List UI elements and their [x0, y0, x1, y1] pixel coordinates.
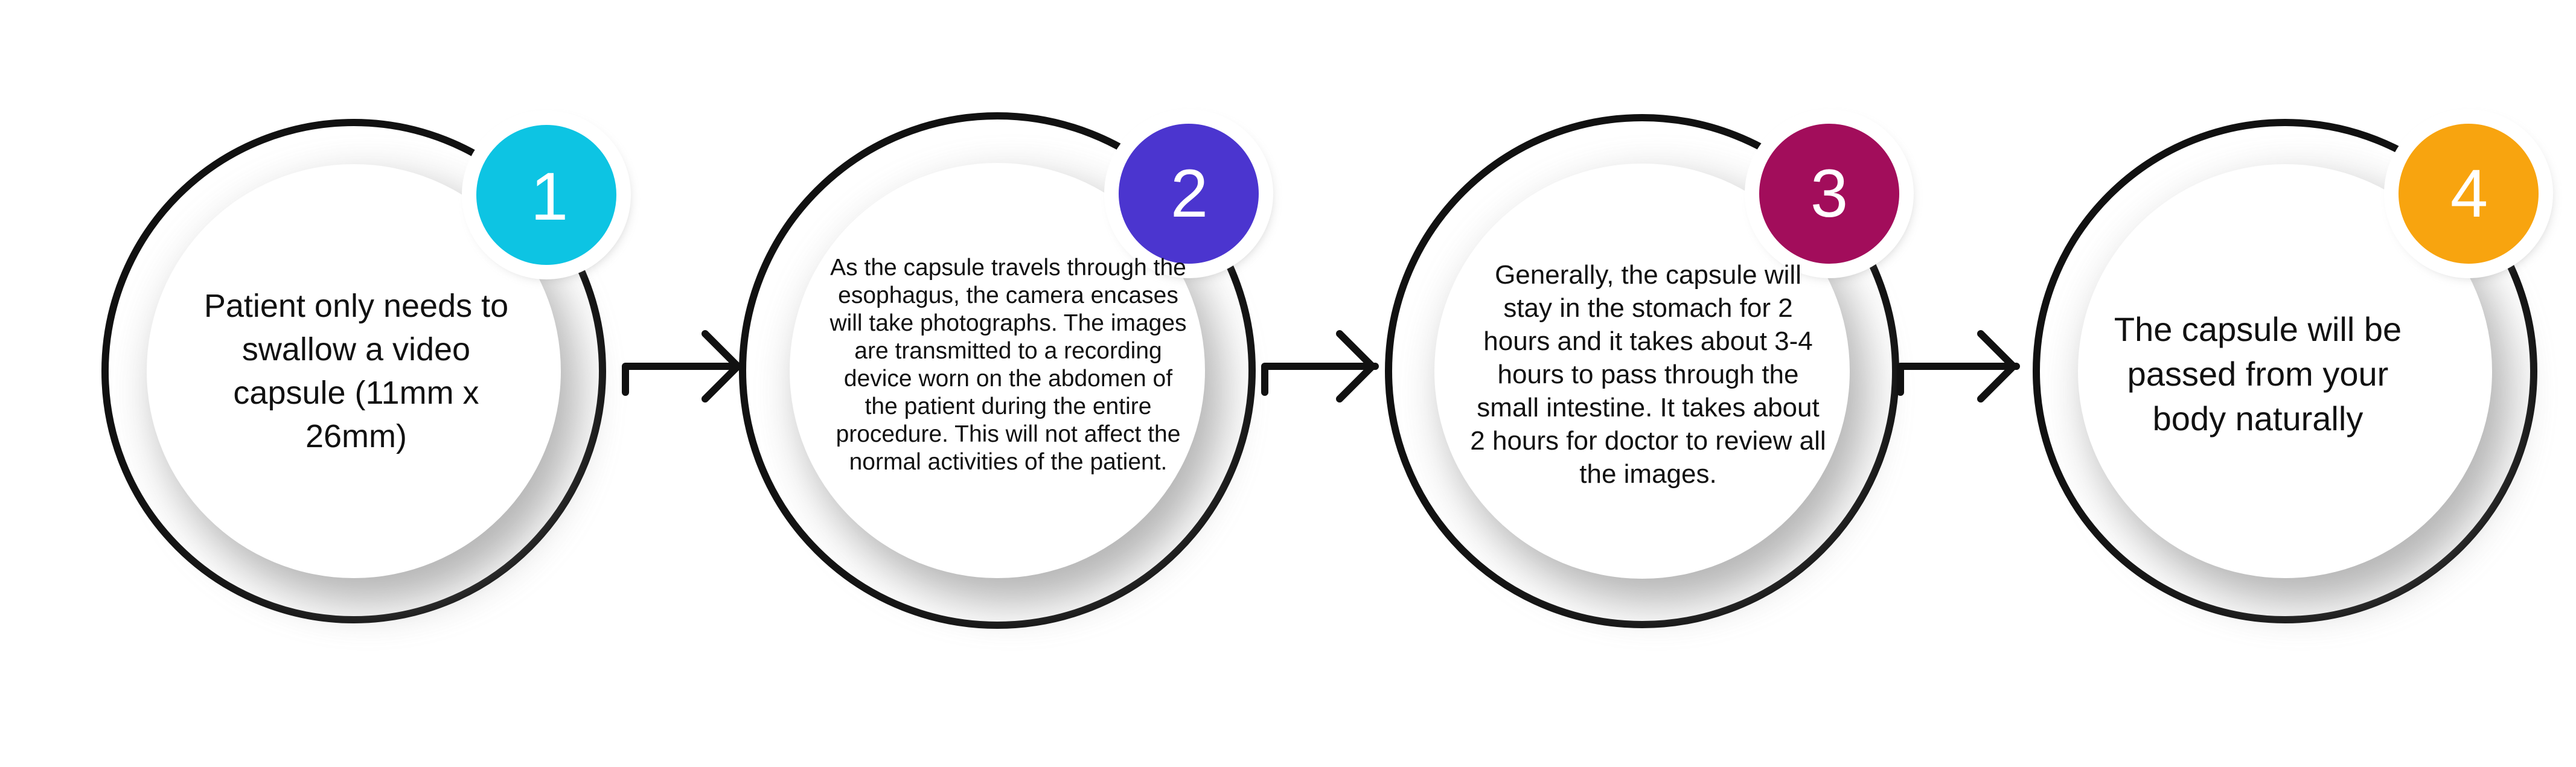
step-1-badge — [462, 110, 631, 279]
step-4-description: The capsule will be passed from your bod… — [2114, 310, 2402, 438]
step-2-description: As the capsule travels through the esoph… — [829, 255, 1187, 475]
step-1-description: Patient only needs to swallow a video ca… — [203, 288, 509, 454]
arrow-3-to-4-line — [1897, 363, 2020, 396]
step-3-description: Generally, the capsule will stay in the … — [1470, 259, 1826, 489]
step-1-number: 1 — [530, 158, 569, 234]
arrow-2-to-3-line — [1261, 363, 1379, 396]
arrow-1-to-2-line — [622, 363, 745, 396]
arrow-3-to-4-head — [1977, 330, 2017, 403]
step-2-badge — [1104, 109, 1273, 278]
step-4-number: 4 — [2450, 155, 2488, 231]
step-3-inner-circle — [1434, 164, 1850, 579]
step-2-number: 2 — [1170, 155, 1209, 231]
step-1-group — [101, 110, 631, 623]
arrow-3-to-4 — [1897, 330, 2020, 403]
step-4-group — [2033, 109, 2553, 623]
step-2-group — [739, 109, 1273, 629]
arrow-1-to-2-head — [702, 330, 741, 403]
step-2-inner-circle — [790, 163, 1205, 578]
step-3-badge — [1745, 109, 1914, 278]
step-4-badge — [2384, 109, 2553, 278]
step-4-inner-circle — [2078, 164, 2492, 578]
arrow-2-to-3-head — [1336, 330, 1376, 403]
arrow-1-to-2 — [622, 330, 745, 403]
step-1-inner-circle — [147, 164, 561, 578]
step-3-number: 3 — [1810, 155, 1849, 231]
step-3-group — [1385, 109, 1914, 628]
arrow-2-to-3 — [1261, 330, 1379, 403]
